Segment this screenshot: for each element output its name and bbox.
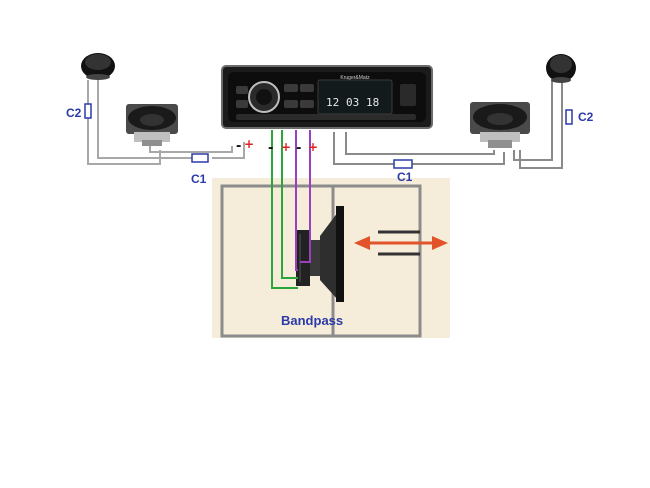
right-tweeter xyxy=(546,54,576,83)
display-minutes: 03 xyxy=(346,96,359,109)
usb-slot xyxy=(400,84,416,106)
head-unit-button xyxy=(236,86,248,94)
left-midbass-speaker xyxy=(126,104,178,146)
airflow-arrow xyxy=(354,236,448,250)
capacitor-c2-right xyxy=(565,109,573,125)
label-c1-right: C1 xyxy=(397,170,413,184)
purple-minus-sign: - xyxy=(296,141,301,156)
capacitor-c2-left xyxy=(84,103,92,119)
head-unit-button xyxy=(284,84,298,92)
right-midbass-speaker xyxy=(470,102,530,148)
head-unit-button xyxy=(236,100,248,108)
green-plus-sign: + xyxy=(281,140,291,154)
head-unit-display xyxy=(317,79,393,115)
left-minus-sign: - xyxy=(236,139,241,154)
green-minus-sign: - xyxy=(268,141,273,156)
capacitor-c1-right xyxy=(393,159,413,169)
label-c1-left: C1 xyxy=(191,172,207,186)
head-unit-button xyxy=(300,100,314,108)
capacitor-c1-left xyxy=(191,153,209,163)
preset-button-row xyxy=(236,114,416,120)
label-c2-right: C2 xyxy=(578,110,594,124)
left-tweeter xyxy=(81,53,115,80)
right-speaker-wires xyxy=(333,80,563,169)
green-wires xyxy=(271,130,298,289)
purple-plus-sign: + xyxy=(308,140,318,154)
subwoofer-driver xyxy=(296,206,344,302)
label-bandpass: Bandpass xyxy=(281,313,343,328)
left-speaker-wires xyxy=(87,78,245,165)
enclosure-outline xyxy=(220,184,422,338)
head-unit-button xyxy=(284,100,298,108)
display-seconds: 18 xyxy=(366,96,379,109)
head-unit: Kruger&Matz 12 03 18 xyxy=(221,65,433,129)
purple-wires xyxy=(295,130,311,271)
display-hours: 12 xyxy=(326,96,339,109)
left-plus-sign: + xyxy=(244,137,254,151)
brand-logo: Kruger&Matz xyxy=(340,75,370,81)
head-unit-button xyxy=(300,84,314,92)
label-c2-left: C2 xyxy=(66,106,82,120)
